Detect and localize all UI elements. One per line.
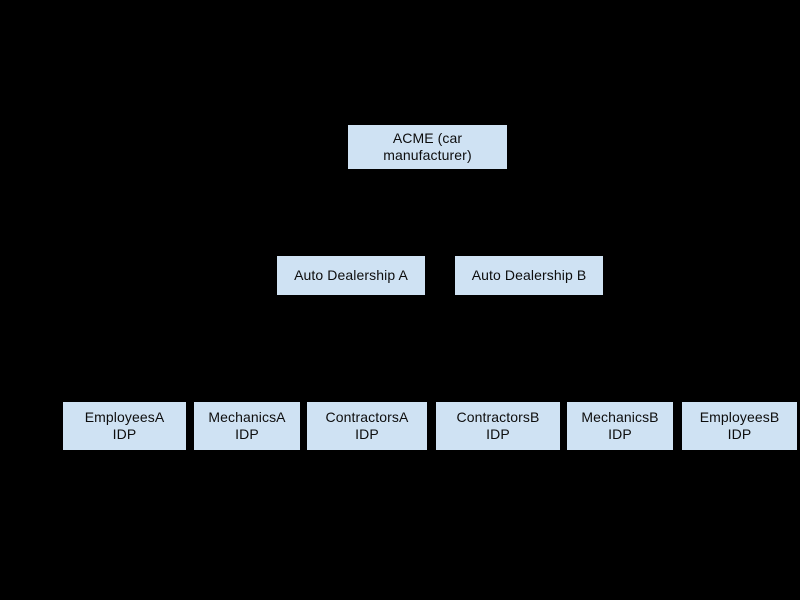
node-employees-b-idp[interactable]: EmployeesB IDP bbox=[682, 402, 797, 450]
node-acme[interactable]: ACME (car manufacturer) bbox=[348, 125, 507, 169]
node-mechanics-a-idp[interactable]: MechanicsA IDP bbox=[194, 402, 300, 450]
edge-dealership-b-to-mechanics-b-idp bbox=[619, 348, 621, 402]
node-employees-a-idp[interactable]: EmployeesA IDP bbox=[63, 402, 186, 450]
edge-dealership-b-to-contractors-b-idp bbox=[498, 348, 529, 350]
node-mechanics-b-idp[interactable]: MechanicsB IDP bbox=[567, 402, 673, 450]
node-auto-dealership-b[interactable]: Auto Dealership B bbox=[455, 256, 603, 295]
node-contractors-b-idp[interactable]: ContractorsB IDP bbox=[436, 402, 560, 450]
edge-acme-to-dealership-b bbox=[528, 212, 530, 256]
edge-dealership-b-to-contractors-b-idp bbox=[497, 348, 499, 402]
edge-dealership-b-to-employees-b-idp bbox=[529, 348, 740, 350]
edge-acme-to-dealership-b bbox=[427, 169, 428, 213]
edge-acme-to-dealership-b bbox=[427, 212, 529, 214]
edge-dealership-a-to-contractors-a-idp bbox=[351, 348, 367, 350]
edge-dealership-b-to-employees-b-idp bbox=[528, 295, 530, 349]
edge-acme-to-dealership-a bbox=[351, 212, 428, 214]
edge-dealership-a-to-employees-a-idp bbox=[124, 348, 125, 402]
edge-acme-to-dealership-a bbox=[350, 212, 352, 256]
node-auto-dealership-a[interactable]: Auto Dealership A bbox=[277, 256, 425, 295]
edge-dealership-b-to-employees-b-idp bbox=[739, 348, 740, 402]
edge-dealership-a-to-mechanics-a-idp bbox=[247, 348, 351, 350]
edge-dealership-a-to-contractors-a-idp bbox=[366, 348, 368, 402]
edge-dealership-a-to-mechanics-a-idp bbox=[246, 348, 248, 402]
node-contractors-a-idp[interactable]: ContractorsA IDP bbox=[307, 402, 427, 450]
edge-dealership-a-to-contractors-a-idp bbox=[350, 295, 352, 349]
edge-dealership-a-to-employees-a-idp bbox=[124, 348, 351, 350]
